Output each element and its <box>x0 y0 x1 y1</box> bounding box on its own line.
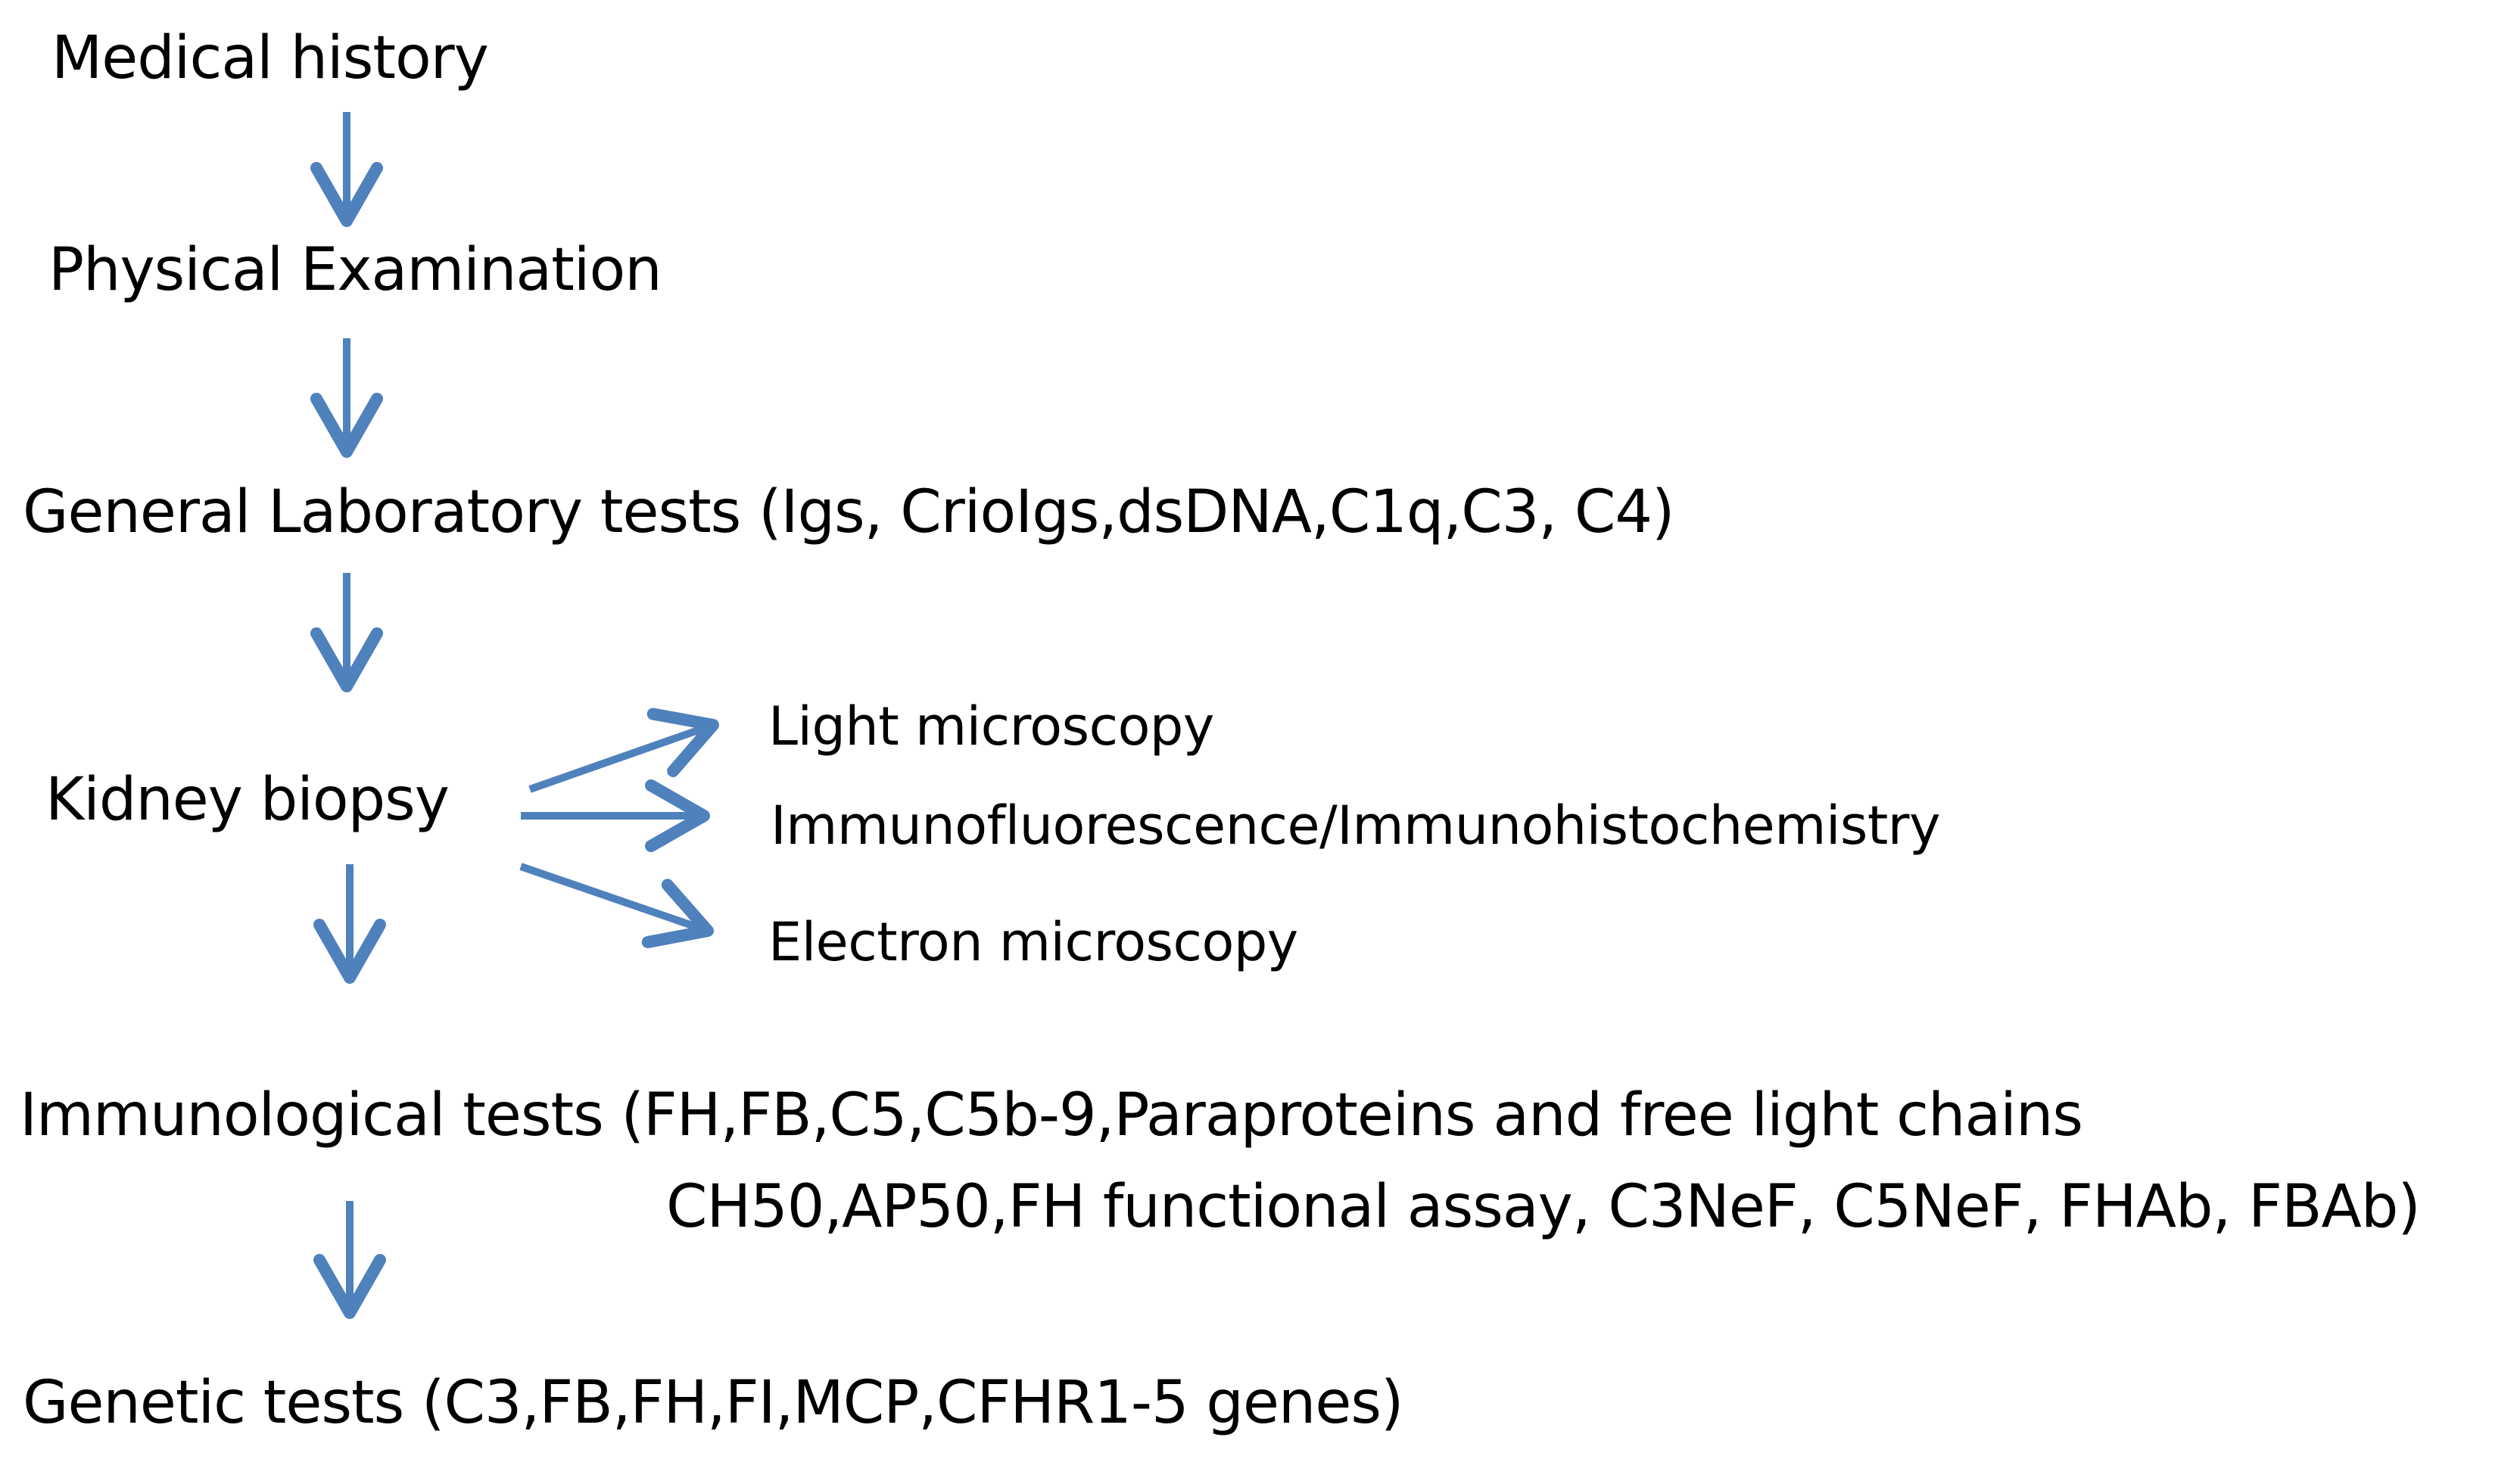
step-genetic-tests: Genetic tests (C3,FB,FH,FI,MCP,CFHR1-5 g… <box>23 1369 1403 1437</box>
step-immunological-tests-line1: Immunological tests (FH,FB,C5,C5b-9,Para… <box>20 1081 2083 1149</box>
step-medical-history: Medical history <box>51 24 489 92</box>
branch-electron-microscopy: Electron microscopy <box>768 911 1298 973</box>
arrow-biopsy-to-light <box>528 708 719 793</box>
arrow-biopsy-to-electron <box>519 863 714 949</box>
branch-immunofluorescence: Immunofluorescence/Immunohistochemistry <box>771 795 1941 857</box>
step-immunological-tests-line2: CH50,AP50,FH functional assay, C3NeF, C5… <box>666 1173 2421 1241</box>
branch-light-microscopy: Light microscopy <box>768 695 1214 757</box>
step-general-laboratory-tests: General Laboratory tests (Igs, CrioIgs,d… <box>23 478 1674 546</box>
step-physical-examination: Physical Examination <box>48 236 662 304</box>
step-kidney-biopsy: Kidney biopsy <box>45 766 450 834</box>
